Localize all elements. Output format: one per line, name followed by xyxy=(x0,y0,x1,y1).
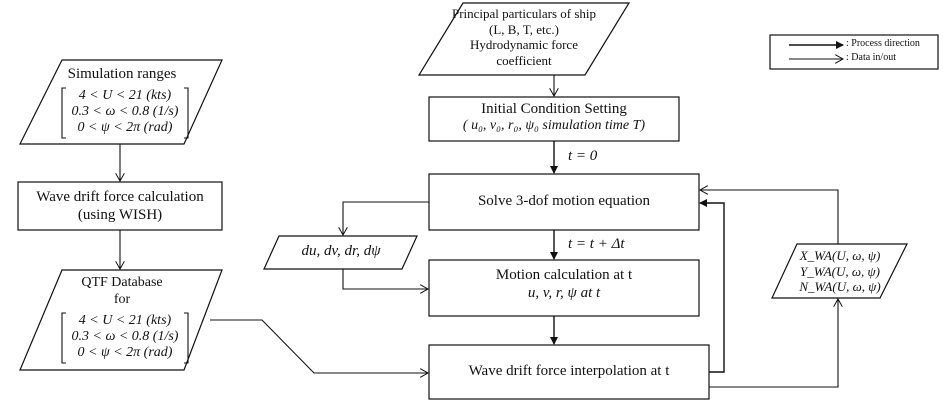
legend-box xyxy=(769,34,939,70)
qtf-bracket-left xyxy=(61,312,66,364)
legend-data-label: : Data in/out xyxy=(846,52,896,63)
sim-ranges-bracket-left xyxy=(61,87,66,139)
interpolation-box xyxy=(428,344,710,400)
principal-line4: coefficient xyxy=(496,52,552,68)
principal-line3: Hydrodynamic force xyxy=(470,37,578,53)
sim-range-psi: 0 < ψ < 2π (rad) xyxy=(77,120,173,135)
motion-box xyxy=(428,259,700,317)
qtf-range-psi: 0 < ψ < 2π (rad) xyxy=(77,345,173,360)
arrow-wave-forces-to-solve xyxy=(700,190,839,244)
qtf-database-shape xyxy=(19,269,223,371)
t-zero-label: t = 0 xyxy=(568,148,598,164)
principal-line1: Principal particulars of ship xyxy=(451,6,597,21)
legend-process-label: : Process direction xyxy=(846,38,920,49)
wave-forces-shape xyxy=(771,243,908,299)
wave-force-y: Y_WA(U, ω, ψ) xyxy=(800,263,880,279)
principal-line2: (L, B, T, etc.) xyxy=(489,21,559,37)
initial-title: Initial Condition Setting xyxy=(481,101,627,117)
arrow-solve-to-differentials xyxy=(343,201,429,235)
qtf-for: for xyxy=(113,291,131,307)
qtf-bracket-right xyxy=(184,312,189,364)
interpolation-text: Wave drift force interpolation at t xyxy=(468,363,670,379)
simulation-ranges-shape xyxy=(19,59,223,145)
arrow-interp-loop-to-solve xyxy=(699,199,725,373)
sim-ranges-title: Simulation ranges xyxy=(67,66,177,82)
qtf-title-block: QTF Database for xyxy=(42,275,202,309)
solve-text: Solve 3-dof motion equation xyxy=(477,193,651,209)
sim-ranges-matrix: 4 < U < 21 (kts) 0.3 < ω < 0.8 (1/s) 0 <… xyxy=(66,88,184,136)
wave-calc-text: Wave drift force calculation (using WISH… xyxy=(18,188,222,224)
solve-box xyxy=(428,173,700,231)
differentials-text: du, dv, dr, dψ xyxy=(301,243,381,259)
qtf-matrix: 4 < U < 21 (kts) 0.3 < ω < 0.8 (1/s) 0 <… xyxy=(66,313,184,361)
wave-calc-line1: Wave drift force calculation xyxy=(36,189,204,205)
wave-forces-text: X_WA(U, ω, ψ) Y_WA(U, ω, ψ) N_WA(U, ω, ψ… xyxy=(780,248,900,295)
principal-particulars-text: Principal particulars of ship (L, B, T, … xyxy=(444,6,604,68)
t-increment-label: t = t + Δt xyxy=(568,236,625,252)
wave-force-n: N_WA(U, ω, ψ) xyxy=(799,279,881,295)
initial-detail: ( u₀, v₀, r₀, ψ₀ simulation time T) xyxy=(462,118,646,133)
sim-range-u: 4 < U < 21 (kts) xyxy=(78,88,172,103)
arrow-qtf-to-interp xyxy=(210,319,428,373)
arrow-interp-to-wave-forces xyxy=(709,299,838,388)
motion-title: Motion calculation at t xyxy=(495,267,633,283)
qtf-title: QTF Database xyxy=(81,275,163,290)
sim-ranges-bracket-right xyxy=(184,87,189,139)
qtf-range-u: 4 < U < 21 (kts) xyxy=(78,313,172,328)
arrow-differentials-to-motion xyxy=(342,269,428,289)
qtf-range-omega: 0.3 < ω < 0.8 (1/s) xyxy=(71,329,179,344)
wave-calc-line2: (using WISH) xyxy=(77,207,163,223)
differentials-shape xyxy=(263,235,418,270)
initial-condition-text: Initial Condition Setting ( u₀, v₀, r₀, … xyxy=(429,100,679,135)
motion-detail: u, v, r, ψ at t xyxy=(527,285,601,301)
wave-force-x: X_WA(U, ω, ψ) xyxy=(799,248,881,263)
sim-range-omega: 0.3 < ω < 0.8 (1/s) xyxy=(71,104,179,119)
principal-particulars-shape xyxy=(417,2,631,76)
motion-text: Motion calculation at t u, v, r, ψ at t xyxy=(429,266,699,302)
